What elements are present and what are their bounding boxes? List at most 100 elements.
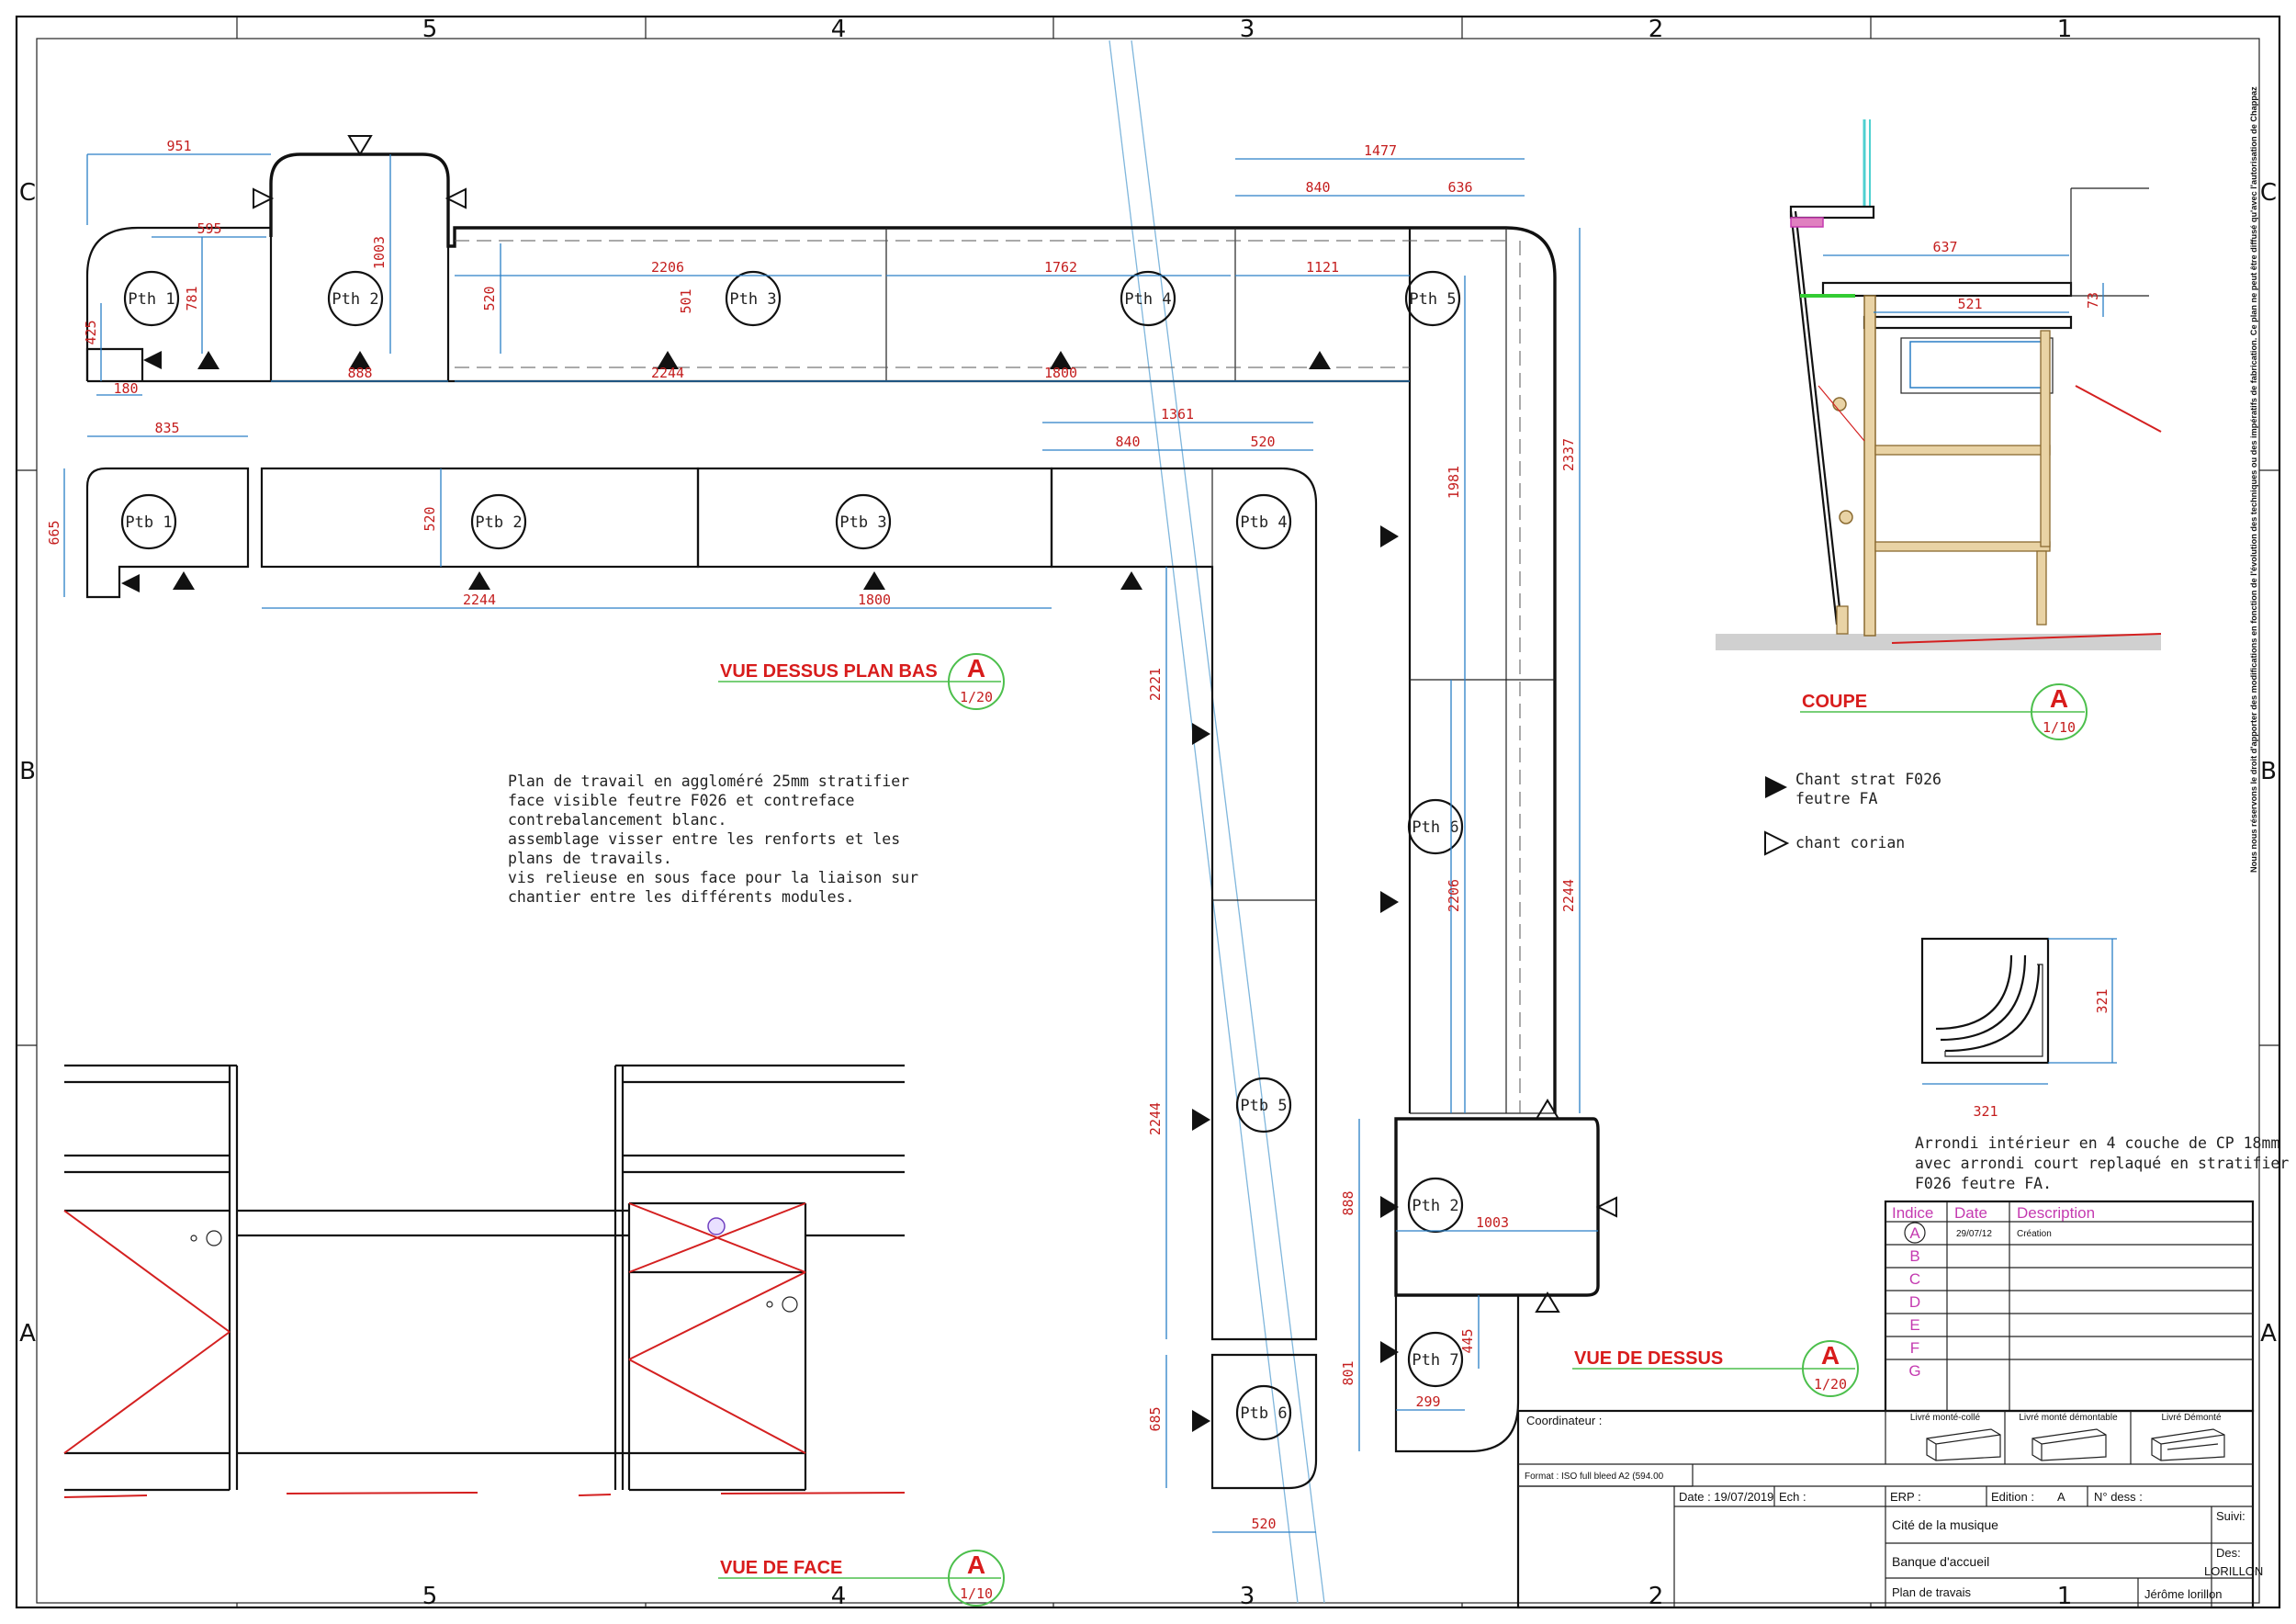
dim-520b: 520 bbox=[422, 506, 438, 531]
plan-bas-scale: 1/20 bbox=[960, 689, 993, 705]
ptb-label-6: Ptb 6 bbox=[1240, 1404, 1287, 1423]
revision-header-indice: Indice bbox=[1892, 1204, 1933, 1222]
des-value: LORILLON bbox=[2204, 1564, 2263, 1578]
pth-label-6: Pth 6 bbox=[1412, 818, 1458, 837]
ech-label: Ech : bbox=[1779, 1490, 1806, 1504]
plan-bas-outline bbox=[85, 467, 1318, 1490]
revision-header-description: Description bbox=[2017, 1204, 2095, 1222]
coupe-index: A bbox=[2050, 684, 2068, 713]
ptb-label-5: Ptb 5 bbox=[1240, 1097, 1287, 1115]
date-label: Date : 19/07/2019 bbox=[1679, 1490, 1773, 1504]
livre-monte-colle: Livré monté-collé bbox=[1910, 1413, 1981, 1423]
ptb-label-3: Ptb 3 bbox=[839, 513, 886, 532]
border-letter-left-c: C bbox=[19, 179, 36, 207]
revision-index-c: C bbox=[1909, 1270, 1920, 1288]
dim-685: 685 bbox=[1147, 1406, 1164, 1431]
coupe-scale: 1/10 bbox=[2043, 719, 2076, 736]
ptb-label-1: Ptb 1 bbox=[125, 513, 172, 532]
pth-label-4: Pth 4 bbox=[1124, 290, 1171, 309]
dim-1800b: 1800 bbox=[858, 592, 891, 608]
edge-triangles-bas bbox=[121, 571, 1210, 1432]
edition-label: Edition : bbox=[1991, 1490, 2034, 1504]
edition-value: A bbox=[2057, 1490, 2065, 1504]
coupe-drawing bbox=[1716, 119, 2162, 650]
title-block bbox=[1516, 1409, 2255, 1609]
dim-636: 636 bbox=[1447, 179, 1472, 196]
plan-note-line-6: vis relieuse en sous face pour la liaiso… bbox=[508, 869, 918, 886]
plan-note-line-1: Plan de travail en aggloméré 25mm strati… bbox=[508, 773, 909, 790]
border-number-bottom-5: 5 bbox=[422, 1583, 438, 1610]
side-disclaimer: Nous nous réservons le droit d'apporter … bbox=[2249, 86, 2258, 873]
legend-filled-line-1: Chant strat F026 bbox=[1795, 771, 1941, 788]
pth-label-2b: Pth 2 bbox=[1412, 1197, 1458, 1215]
face-drawing bbox=[63, 1064, 906, 1498]
dim-520c: 520 bbox=[1250, 434, 1275, 450]
view-title-plan-haut bbox=[1572, 1340, 1859, 1397]
dim-2337: 2337 bbox=[1560, 438, 1577, 471]
drawing-subtitle: Plan de travais bbox=[1892, 1585, 1971, 1599]
edge-triangles-haut bbox=[143, 135, 1617, 1363]
dim-520d: 520 bbox=[1251, 1516, 1276, 1532]
plan-haut-title: VUE DE DESSUS bbox=[1574, 1348, 1723, 1369]
object-name: Banque d'accueil bbox=[1892, 1554, 1989, 1569]
livre-monte-demontable: Livré monté démontable bbox=[2019, 1413, 2118, 1423]
suivi-label: Suivi: bbox=[2216, 1509, 2245, 1523]
dim-888b: 888 bbox=[1340, 1190, 1356, 1215]
revision-row1-date: 29/07/12 bbox=[1956, 1229, 1992, 1239]
plan-haut-scale: 1/20 bbox=[1814, 1376, 1847, 1393]
pth-label-3: Pth 3 bbox=[729, 290, 776, 309]
revision-header-date: Date bbox=[1954, 1204, 1987, 1222]
dim-321-vertical: 321 bbox=[2094, 988, 2110, 1013]
border-number-bottom-1: 1 bbox=[2057, 1583, 2073, 1610]
dimensions-haut bbox=[86, 153, 1598, 1451]
pth-circles bbox=[123, 270, 1464, 1388]
ndess-label: N° dess : bbox=[2094, 1490, 2143, 1504]
dim-180: 180 bbox=[113, 380, 138, 397]
dim-1800a: 1800 bbox=[1044, 365, 1077, 381]
border-letter-left-a: A bbox=[19, 1320, 36, 1348]
dim-1003a: 1003 bbox=[371, 236, 388, 269]
livre-demonte: Livré Démonté bbox=[2161, 1413, 2221, 1423]
view-title-coupe bbox=[1800, 683, 2088, 740]
legend-open-text: chant corian bbox=[1795, 834, 1905, 851]
pth-label-2: Pth 2 bbox=[332, 290, 378, 309]
dim-951: 951 bbox=[166, 138, 191, 154]
dim-299: 299 bbox=[1415, 1393, 1440, 1410]
dim-2244c: 2244 bbox=[463, 592, 496, 608]
dim-425: 425 bbox=[83, 320, 99, 344]
pth-label-5: Pth 5 bbox=[1409, 290, 1456, 309]
plan-note-line-5: plans de travails. bbox=[508, 850, 672, 867]
dim-520a: 520 bbox=[481, 286, 498, 310]
construction-lines bbox=[1109, 39, 1325, 1604]
project-name: Cité de la musique bbox=[1892, 1517, 1998, 1532]
plan-bas-title: VUE DESSUS PLAN BAS bbox=[720, 661, 938, 682]
arrondi-note-line-2: avec arrondi court replaqué en stratifie… bbox=[1915, 1155, 2289, 1172]
border-letter-right-a: A bbox=[2260, 1320, 2277, 1348]
legend-filled-line-2: feutre FA bbox=[1795, 790, 1877, 807]
plan-note-line-3: contrebalancement blanc. bbox=[508, 811, 726, 829]
format-label: Format : ISO full bleed A2 (594.00 bbox=[1525, 1472, 1664, 1482]
face-title: VUE DE FACE bbox=[720, 1558, 842, 1578]
border-number-bottom-2: 2 bbox=[1649, 1583, 1664, 1610]
dim-1981: 1981 bbox=[1446, 466, 1462, 499]
dim-1477: 1477 bbox=[1364, 142, 1397, 159]
arrondi-note-line-3: F026 feutre FA. bbox=[1915, 1175, 2052, 1192]
dim-2244b: 2244 bbox=[1560, 879, 1577, 912]
arrondi-note-line-1: Arrondi intérieur en 4 couche de CP 18mm bbox=[1915, 1134, 2279, 1152]
revision-index-b: B bbox=[1909, 1247, 1919, 1265]
arrondi-detail bbox=[1920, 937, 2117, 1085]
dim-2221: 2221 bbox=[1147, 668, 1164, 701]
dim-835: 835 bbox=[154, 420, 179, 436]
legend-filled-triangle bbox=[1765, 776, 1787, 798]
dim-888a: 888 bbox=[347, 365, 372, 381]
erp-label: ERP : bbox=[1890, 1490, 1921, 1504]
dim-1121: 1121 bbox=[1306, 259, 1339, 276]
dim-521: 521 bbox=[1957, 296, 1982, 312]
dim-1361: 1361 bbox=[1161, 406, 1194, 423]
plan-bas-index: A bbox=[967, 654, 985, 682]
revision-index-e: E bbox=[1909, 1316, 1919, 1334]
dim-501: 501 bbox=[678, 288, 694, 313]
ptb-label-4: Ptb 4 bbox=[1240, 513, 1287, 532]
dim-781: 781 bbox=[184, 286, 200, 310]
